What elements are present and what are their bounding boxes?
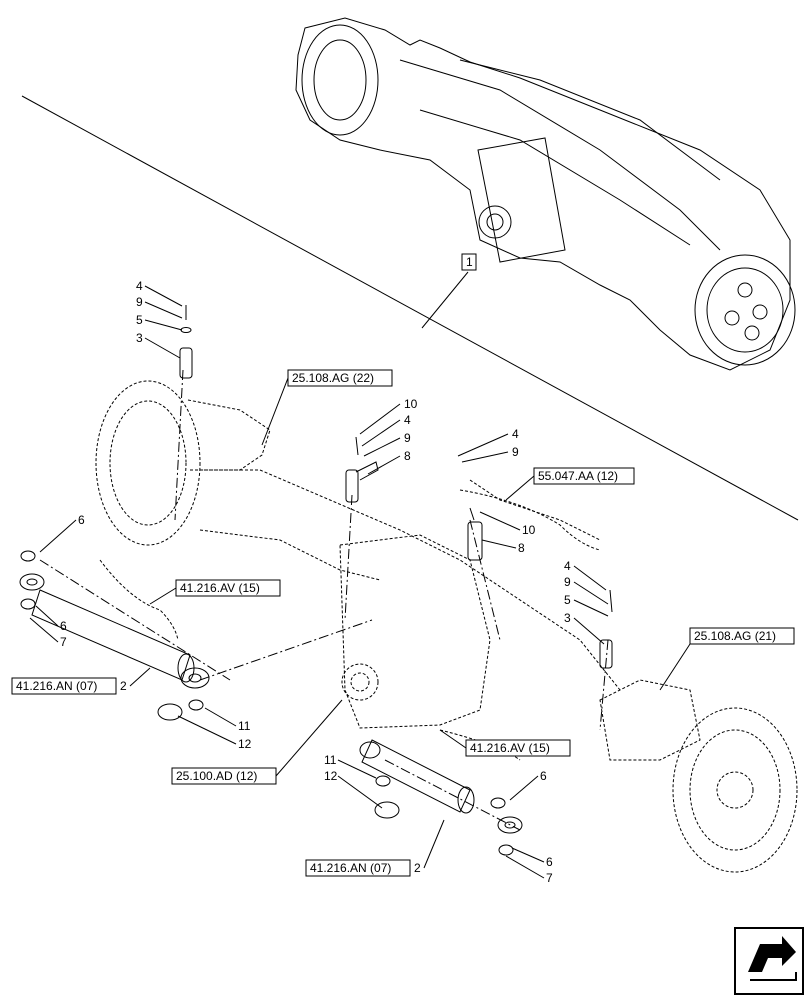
callout-1-leader: [421, 271, 469, 329]
leader-av15-center: [439, 729, 467, 749]
svg-text:9: 9: [512, 445, 519, 459]
ref-box-41-216-an-07-center[interactable]: 41.216.AN (07): [305, 859, 411, 877]
svg-text:25.108.AG (21): 25.108.AG (21): [694, 629, 776, 643]
svg-text:3: 3: [564, 611, 571, 625]
svg-text:4: 4: [136, 279, 143, 293]
svg-text:41.216.AV (15): 41.216.AV (15): [470, 741, 550, 755]
axis-exploded-drawing: [95, 380, 798, 873]
ref-box-41-216-av-15-center[interactable]: 41.216.AV (15): [465, 739, 571, 757]
svg-text:12: 12: [324, 769, 338, 783]
callouts-right-lower: 4 9 5 3: [564, 559, 609, 645]
svg-text:7: 7: [60, 635, 67, 649]
svg-text:25.108.AG (22): 25.108.AG (22): [292, 371, 374, 385]
ref-box-25-100-ad-12[interactable]: 25.100.AD (12): [171, 767, 277, 785]
steering-cylinder-left: [19, 550, 210, 721]
steering-cylinder-center: [359, 739, 523, 856]
svg-text:2: 2: [414, 861, 421, 875]
callouts-left-top: 4 9 5 3: [136, 279, 183, 359]
separator-line: [21, 95, 799, 521]
axis-overview-drawing: [295, 17, 796, 371]
leader-ag22: [261, 377, 289, 446]
ref-box-25-108-ag-21[interactable]: 25.108.AG (21): [689, 627, 795, 645]
svg-text:4: 4: [512, 427, 519, 441]
ref-box-41-216-av-15-left[interactable]: 41.216.AV (15): [175, 579, 281, 597]
callouts-right-upper: 4 9 10 8: [457, 427, 536, 555]
svg-text:4: 4: [404, 413, 411, 427]
svg-text:3: 3: [136, 331, 143, 345]
svg-text:5: 5: [564, 593, 571, 607]
svg-text:6: 6: [60, 619, 67, 633]
svg-text:7: 7: [546, 871, 553, 885]
ref-box-55-047-aa-12[interactable]: 55.047.AA (12): [533, 467, 635, 485]
svg-text:41.216.AN (07): 41.216.AN (07): [16, 679, 97, 693]
svg-text:9: 9: [404, 431, 411, 445]
svg-text:2: 2: [120, 679, 127, 693]
leader-av15-left: [149, 587, 177, 605]
callouts-left-cylinder: 6 6 7 2 11 12: [29, 513, 252, 751]
svg-text:6: 6: [540, 769, 547, 783]
svg-text:8: 8: [404, 449, 411, 463]
next-page-arrow-icon[interactable]: [734, 927, 804, 995]
svg-text:41.216.AN (07): 41.216.AN (07): [310, 861, 391, 875]
ref-box-41-216-an-07-left[interactable]: 41.216.AN (07): [11, 677, 117, 695]
svg-text:11: 11: [238, 719, 251, 733]
leader-ag21: [659, 643, 691, 691]
svg-text:5: 5: [136, 313, 143, 327]
svg-text:55.047.AA (12): 55.047.AA (12): [538, 469, 618, 483]
svg-text:8: 8: [518, 541, 525, 555]
svg-text:9: 9: [136, 295, 143, 309]
svg-text:25.100.AD (12): 25.100.AD (12): [176, 769, 257, 783]
svg-text:6: 6: [78, 513, 85, 527]
svg-text:9: 9: [564, 575, 571, 589]
svg-text:41.216.AV (15): 41.216.AV (15): [180, 581, 260, 595]
callouts-center-top: 10 4 9 8: [359, 397, 418, 475]
callout-1-box[interactable]: 1: [461, 253, 477, 271]
ref-box-25-108-ag-22[interactable]: 25.108.AG (22): [287, 369, 393, 387]
leader-ad12: [275, 699, 343, 777]
svg-text:11: 11: [324, 753, 337, 767]
svg-text:4: 4: [564, 559, 571, 573]
alignment-lines: [39, 369, 609, 831]
hardware-parts: [179, 305, 613, 669]
svg-text:10: 10: [522, 523, 536, 537]
callouts-center-cylinder: 11 12 6 2 6 7: [324, 753, 553, 885]
svg-text:1: 1: [466, 255, 473, 269]
svg-text:10: 10: [404, 397, 418, 411]
svg-text:6: 6: [546, 855, 553, 869]
svg-text:12: 12: [238, 737, 252, 751]
leader-aa12: [505, 475, 535, 501]
